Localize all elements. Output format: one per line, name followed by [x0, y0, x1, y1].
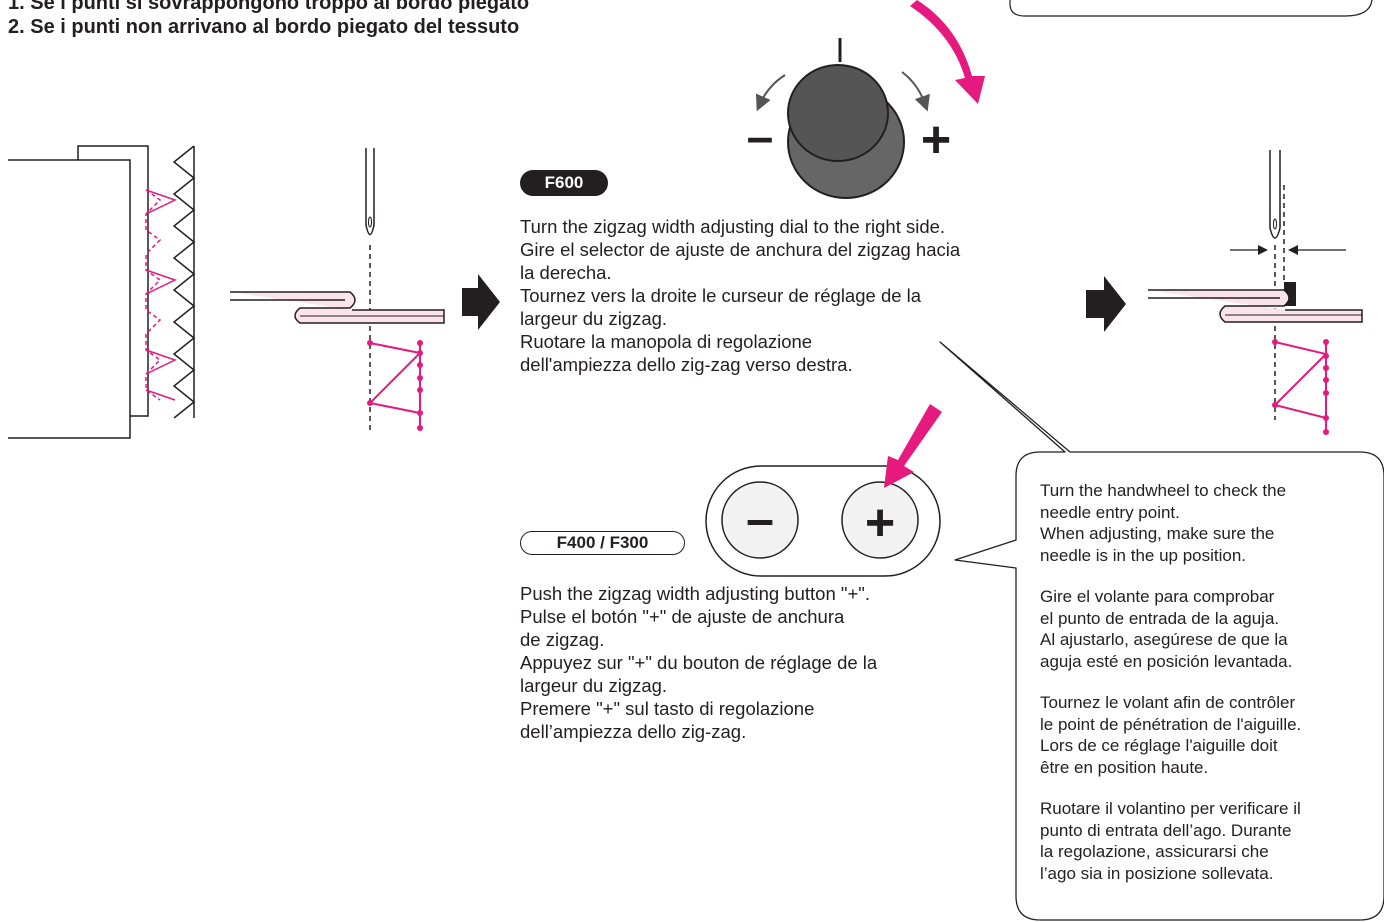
fabric-illustration — [8, 145, 196, 439]
note-line: aguja esté en posición levantada. — [1040, 651, 1293, 671]
plus-button-sign: + — [865, 494, 895, 552]
f400-line: dell’ampiezza dello zig-zag. — [520, 721, 747, 742]
model-badge-f600: F600 — [520, 170, 608, 196]
note-line: être en position haute. — [1040, 757, 1209, 777]
note-line: Gire el volante para comprobar — [1040, 587, 1275, 606]
f400-line: Appuyez sur "+" du bouton de réglage de … — [520, 652, 878, 673]
step-arrow-2 — [1086, 276, 1126, 332]
note-line: needle entry point. — [1040, 502, 1180, 522]
note-line: Turn the handwheel to check the — [1040, 481, 1287, 500]
note-line: le point de pénétration de l'aiguille. — [1040, 714, 1302, 734]
f600-line: dell'ampiezza dello zig-zag verso destra… — [520, 354, 853, 375]
note-line: needle is in the up position. — [1040, 545, 1247, 565]
model-badge-f400-f300: F400 / F300 — [520, 531, 685, 555]
f400-line: Premere "+" sul tasto di regolazione — [520, 698, 815, 719]
note-line: l’ago sia in posizione sollevata. — [1040, 863, 1274, 883]
minus-button-sign: – — [746, 491, 774, 547]
heading-line-2: 2. Se i punti non arrivano al bordo pieg… — [8, 16, 520, 38]
f400-line: de zigzag. — [520, 629, 605, 650]
zigzag-width-buttons: – + — [705, 404, 942, 577]
note-line: Lors de ce réglage l'aiguille doit — [1040, 736, 1278, 755]
heading-line-1: 1. Se i punti si sovrappongono troppo al… — [8, 0, 530, 14]
note-spanish: Gire el volante para comprobar el punto … — [1040, 586, 1292, 672]
pink-arrow-button — [884, 404, 942, 488]
handwheel-note-bubble — [939, 341, 1384, 921]
f600-line: largeur du zigzag. — [520, 308, 668, 329]
f400-line: largeur du zigzag. — [520, 675, 668, 696]
note-italian: Ruotare il volantino per verificare il p… — [1040, 798, 1301, 884]
f400-line: Push the zigzag width adjusting button "… — [520, 583, 870, 604]
zigzag-dial: – + — [747, 0, 985, 199]
note-english: Turn the handwheel to check the needle e… — [1040, 480, 1286, 566]
top-note-box — [1009, 0, 1373, 17]
step-arrow-1 — [462, 274, 500, 330]
needle-fold-illustration-1 — [230, 148, 445, 431]
dial-minus-sign: – — [747, 111, 774, 164]
f600-line: Gire el selector de ajuste de anchura de… — [520, 239, 961, 260]
dial-plus-sign: + — [921, 111, 951, 169]
note-line: punto di entrata dell’ago. Durante — [1040, 820, 1292, 840]
note-line: el punto de entrada de la aguja. — [1040, 608, 1280, 628]
f600-line: la derecha. — [520, 262, 612, 283]
needle-fold-illustration-2 — [1148, 150, 1363, 435]
f600-instructions: Turn the zigzag width adjusting dial to … — [520, 215, 960, 376]
section-heading: 1. Se i punti si sovrappongono troppo al… — [8, 0, 529, 39]
note-line: la regolazione, assicurarsi che — [1040, 842, 1269, 861]
f400-instructions: Push the zigzag width adjusting button "… — [520, 582, 877, 743]
f600-line: Tournez vers la droite le curseur de rég… — [520, 285, 922, 306]
f600-line: Ruotare la manopola di regolazione — [520, 331, 813, 352]
note-line: Al ajustarlo, asegúrese de que la — [1040, 630, 1288, 649]
note-line: Tournez le volant afin de contrôler — [1040, 693, 1296, 712]
pink-arrow-dial — [910, 0, 985, 104]
note-line: Ruotare il volantino per verificare il — [1040, 799, 1301, 818]
note-line: When adjusting, make sure the — [1040, 524, 1275, 543]
f400-line: Pulse el botón "+" de ajuste de anchura — [520, 606, 845, 627]
note-french: Tournez le volant afin de contrôler le p… — [1040, 692, 1301, 778]
f600-line: Turn the zigzag width adjusting dial to … — [520, 216, 946, 237]
